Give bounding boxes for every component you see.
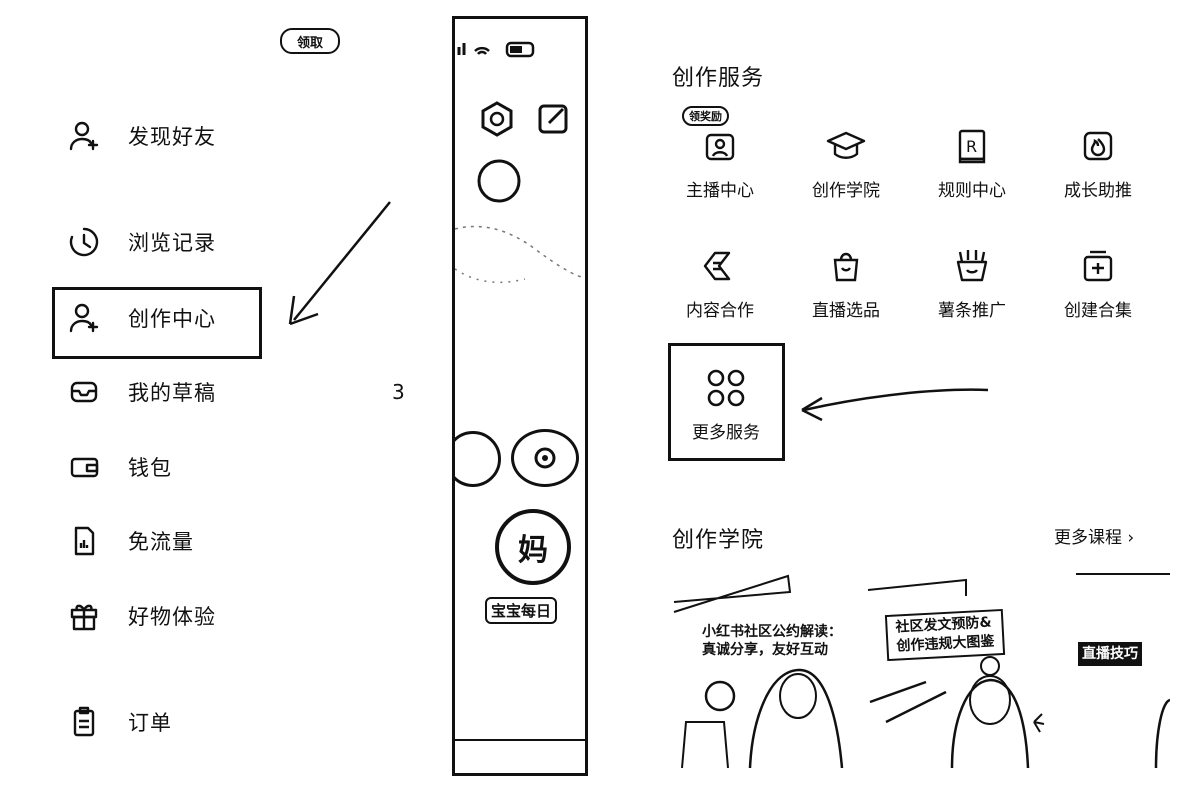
course-title-line2: 真诚分享，友好互动 <box>702 642 828 658</box>
divider <box>455 739 585 741</box>
more-courses-link[interactable]: 更多课程 › <box>1054 528 1135 548</box>
service-label: 创作学院 <box>812 181 880 201</box>
reward-badge: 领奖励 <box>682 106 729 126</box>
wallet-icon <box>66 449 102 485</box>
order-clipboard-icon <box>66 704 102 740</box>
hexagon-icon[interactable] <box>479 101 515 137</box>
more-services-button[interactable]: 更多服务 <box>676 366 776 443</box>
course-card-3[interactable]: 直播技巧 <box>1070 572 1170 768</box>
content-coop-icon <box>698 244 742 288</box>
claim-badge[interactable]: 领取 <box>280 28 340 54</box>
gear-icon <box>534 447 556 469</box>
service-label: 规则中心 <box>938 181 1006 201</box>
highlight-frame <box>52 287 262 359</box>
creator-icon <box>66 300 102 336</box>
menu-label: 钱包 <box>128 456 172 480</box>
course-card-2[interactable]: 社区发文预防& 创作违规大图鉴 <box>866 572 1056 768</box>
service-rules-center[interactable]: R 规则中心 <box>922 124 1022 201</box>
menu-label: 发现好友 <box>128 125 216 149</box>
menu-item-creator-center[interactable]: 创作中心 <box>66 298 216 338</box>
anchor-center-icon: 领奖励 <box>682 106 742 168</box>
account-avatar[interactable]: 妈 <box>495 509 571 585</box>
settings-gear-button[interactable] <box>511 429 579 487</box>
service-label: 主播中心 <box>686 181 754 201</box>
course-title-line1: 小红书社区公约解读： <box>702 624 842 640</box>
card-illustration <box>673 574 844 768</box>
menu-item-find-friends[interactable]: 发现好友 <box>66 116 216 156</box>
sim-card-icon <box>66 523 102 559</box>
service-label: 成长助推 <box>1064 181 1132 201</box>
flame-icon <box>1076 124 1120 168</box>
course-card-1[interactable]: 小红书社区公约解读： 真诚分享，友好互动 <box>672 572 854 768</box>
menu-item-product-trial[interactable]: 好物体验 <box>66 596 216 636</box>
service-content-coop[interactable]: 内容合作 <box>670 244 770 321</box>
status-bar-icons <box>457 41 535 58</box>
draft-count: 3 <box>392 380 405 404</box>
svg-text:R: R <box>966 137 977 156</box>
service-label: 更多服务 <box>692 423 760 443</box>
fries-icon <box>950 244 994 288</box>
four-circles-icon <box>704 366 748 410</box>
course-banner-line2: 创作违规大图鉴 <box>896 633 995 655</box>
menu-label: 创作中心 <box>128 307 216 331</box>
service-creator-academy[interactable]: 创作学院 <box>796 124 896 201</box>
menu-item-free-data[interactable]: 免流量 <box>66 521 194 561</box>
service-label: 创建合集 <box>1064 301 1132 321</box>
service-label: 直播选品 <box>812 301 880 321</box>
faded-profile-art <box>455 159 585 284</box>
menu-label: 好物体验 <box>128 605 216 629</box>
menu-item-drafts[interactable]: 我的草稿 3 <box>66 372 405 412</box>
course-banner: 直播技巧 <box>1078 642 1142 666</box>
phone-screenshot: 妈 宝宝每日 <box>452 16 588 776</box>
course-banner: 社区发文预防& 创作违规大图鉴 <box>884 608 1006 662</box>
menu-item-wallet[interactable]: 钱包 <box>66 447 172 487</box>
menu-item-orders[interactable]: 订单 <box>66 702 172 742</box>
service-live-selection[interactable]: 直播选品 <box>796 244 896 321</box>
menu-label: 浏览记录 <box>128 231 216 255</box>
menu-label: 订单 <box>128 711 172 735</box>
menu-label: 我的草稿 <box>128 381 216 405</box>
service-anchor-center[interactable]: 领奖励 主播中心 <box>670 106 770 201</box>
service-label: 内容合作 <box>686 301 754 321</box>
graduation-cap-icon <box>824 124 868 168</box>
gift-icon <box>66 598 102 634</box>
draft-tray-icon <box>66 374 102 410</box>
annotation-arrow-right <box>801 388 989 422</box>
annotation-arrow-left <box>288 201 391 326</box>
academy-title: 创作学院 <box>672 528 765 553</box>
edit-icon[interactable] <box>537 101 571 135</box>
service-create-collection[interactable]: 创建合集 <box>1048 244 1148 321</box>
menu-item-history[interactable]: 浏览记录 <box>66 222 216 262</box>
add-friend-icon <box>66 118 102 154</box>
collection-plus-icon <box>1076 244 1120 288</box>
service-growth-boost[interactable]: 成长助推 <box>1048 124 1148 201</box>
shopping-bag-icon <box>824 244 868 288</box>
service-label: 薯条推广 <box>938 301 1006 321</box>
more-services-highlight <box>668 343 785 461</box>
service-fries-promo[interactable]: 薯条推广 <box>922 244 1022 321</box>
menu-label: 免流量 <box>128 530 194 554</box>
rules-book-icon: R <box>950 124 994 168</box>
creator-services-title: 创作服务 <box>672 66 765 91</box>
history-clock-icon <box>66 224 102 260</box>
card-illustration <box>1076 573 1170 768</box>
round-button[interactable] <box>455 431 501 487</box>
card-illustration <box>867 578 1045 768</box>
account-caption: 宝宝每日 <box>485 597 558 624</box>
